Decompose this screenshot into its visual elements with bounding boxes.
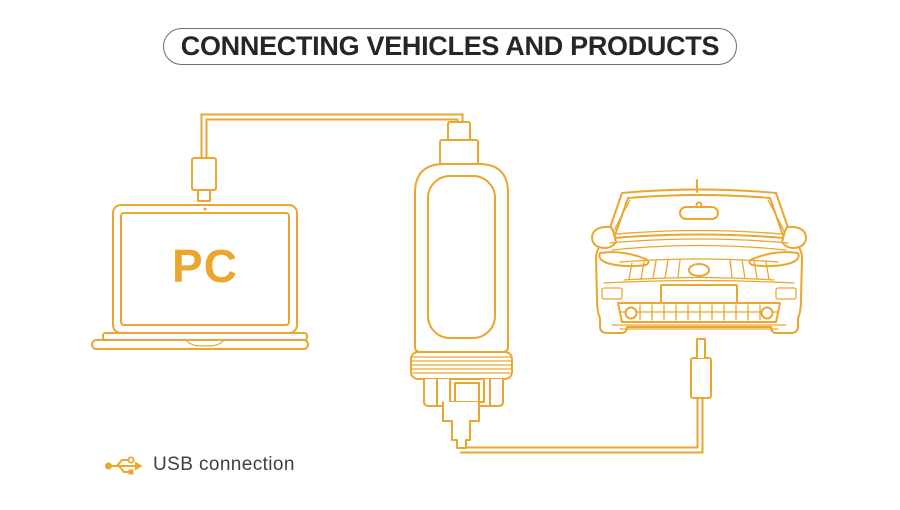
- usb-connection-legend: USB connection: [104, 450, 295, 480]
- page-title: CONNECTING VEHICLES AND PRODUCTS: [180, 31, 720, 61]
- fog-light-right-icon: [760, 306, 774, 320]
- license-plate: [660, 284, 738, 304]
- usb-connection-label: USB connection: [153, 454, 295, 475]
- car-emblem-icon: [688, 263, 710, 277]
- title-banner: CONNECTING VEHICLES AND PRODUCTS: [163, 28, 737, 65]
- cable-pc-to-device: [200, 113, 464, 160]
- device-bottom-plug: [442, 401, 480, 449]
- webcam-dot-icon: [203, 207, 207, 211]
- laptop-screen-label: PC: [172, 240, 238, 292]
- usb-plug-to-pc-icon: [191, 157, 217, 202]
- usb-icon: [105, 456, 143, 475]
- car-connector-plug: [690, 338, 712, 399]
- fog-light-left-icon: [624, 306, 638, 320]
- laptop-illustration: [91, 204, 309, 350]
- car-illustration: [591, 179, 807, 334]
- obd-device-illustration: [410, 121, 513, 449]
- cable-device-to-car: [460, 398, 704, 454]
